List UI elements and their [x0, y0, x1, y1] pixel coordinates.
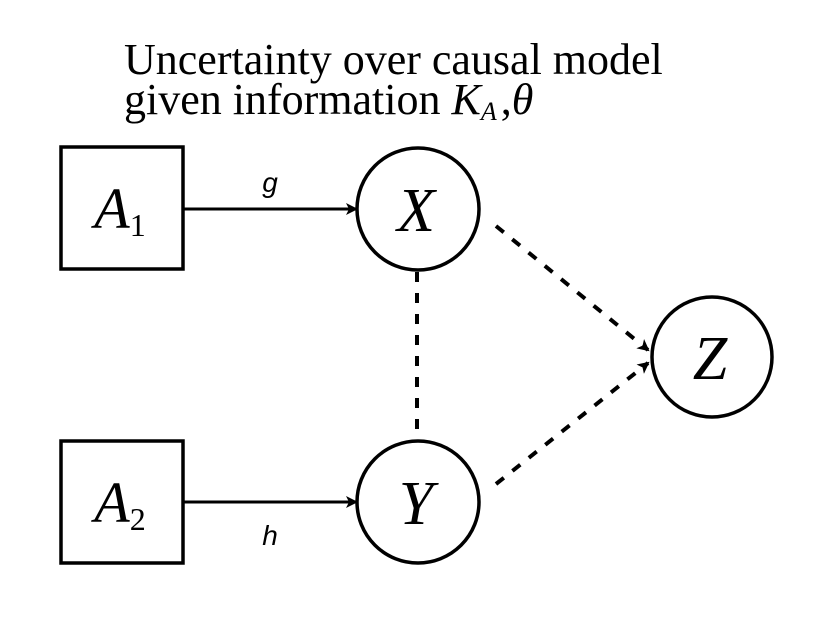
node-x-circle — [355, 146, 481, 272]
edge-label-h: h — [262, 520, 278, 551]
node-a2-box — [59, 439, 185, 565]
edge-label-g: g — [262, 167, 278, 198]
title-var-k-subscript: A — [479, 97, 497, 126]
node-a1-subscript: 1 — [130, 207, 146, 243]
node-a2-subscript: 2 — [130, 501, 146, 537]
edge-x-to-z-dotted — [494, 224, 650, 352]
node-a2-letter: A — [90, 470, 130, 535]
node-a2-label: A2 — [90, 470, 145, 537]
title-var-k: K — [451, 75, 484, 124]
node-z-circle — [650, 295, 774, 419]
node-a1-label: A1 — [90, 176, 145, 243]
title-separator: , — [501, 75, 512, 124]
node-y-label: Y — [399, 470, 439, 538]
edge-y-to-z-dotted — [494, 361, 650, 486]
node-y: Y — [355, 439, 481, 565]
title-prefix: given information — [124, 75, 452, 124]
node-x-label: X — [394, 177, 437, 245]
node-a1: A1 — [59, 145, 185, 271]
node-z: Z — [650, 295, 774, 419]
title-line-1: Uncertainty over causal model — [124, 35, 663, 84]
node-z-label: Z — [693, 325, 728, 393]
node-a1-box — [59, 145, 185, 271]
title-line-2: given information KA,θ — [124, 75, 533, 126]
node-a1-letter: A — [90, 176, 130, 241]
node-x: X — [355, 146, 481, 272]
node-a2: A2 — [59, 439, 185, 565]
node-y-circle — [355, 439, 481, 565]
title-var-theta: θ — [512, 75, 534, 124]
